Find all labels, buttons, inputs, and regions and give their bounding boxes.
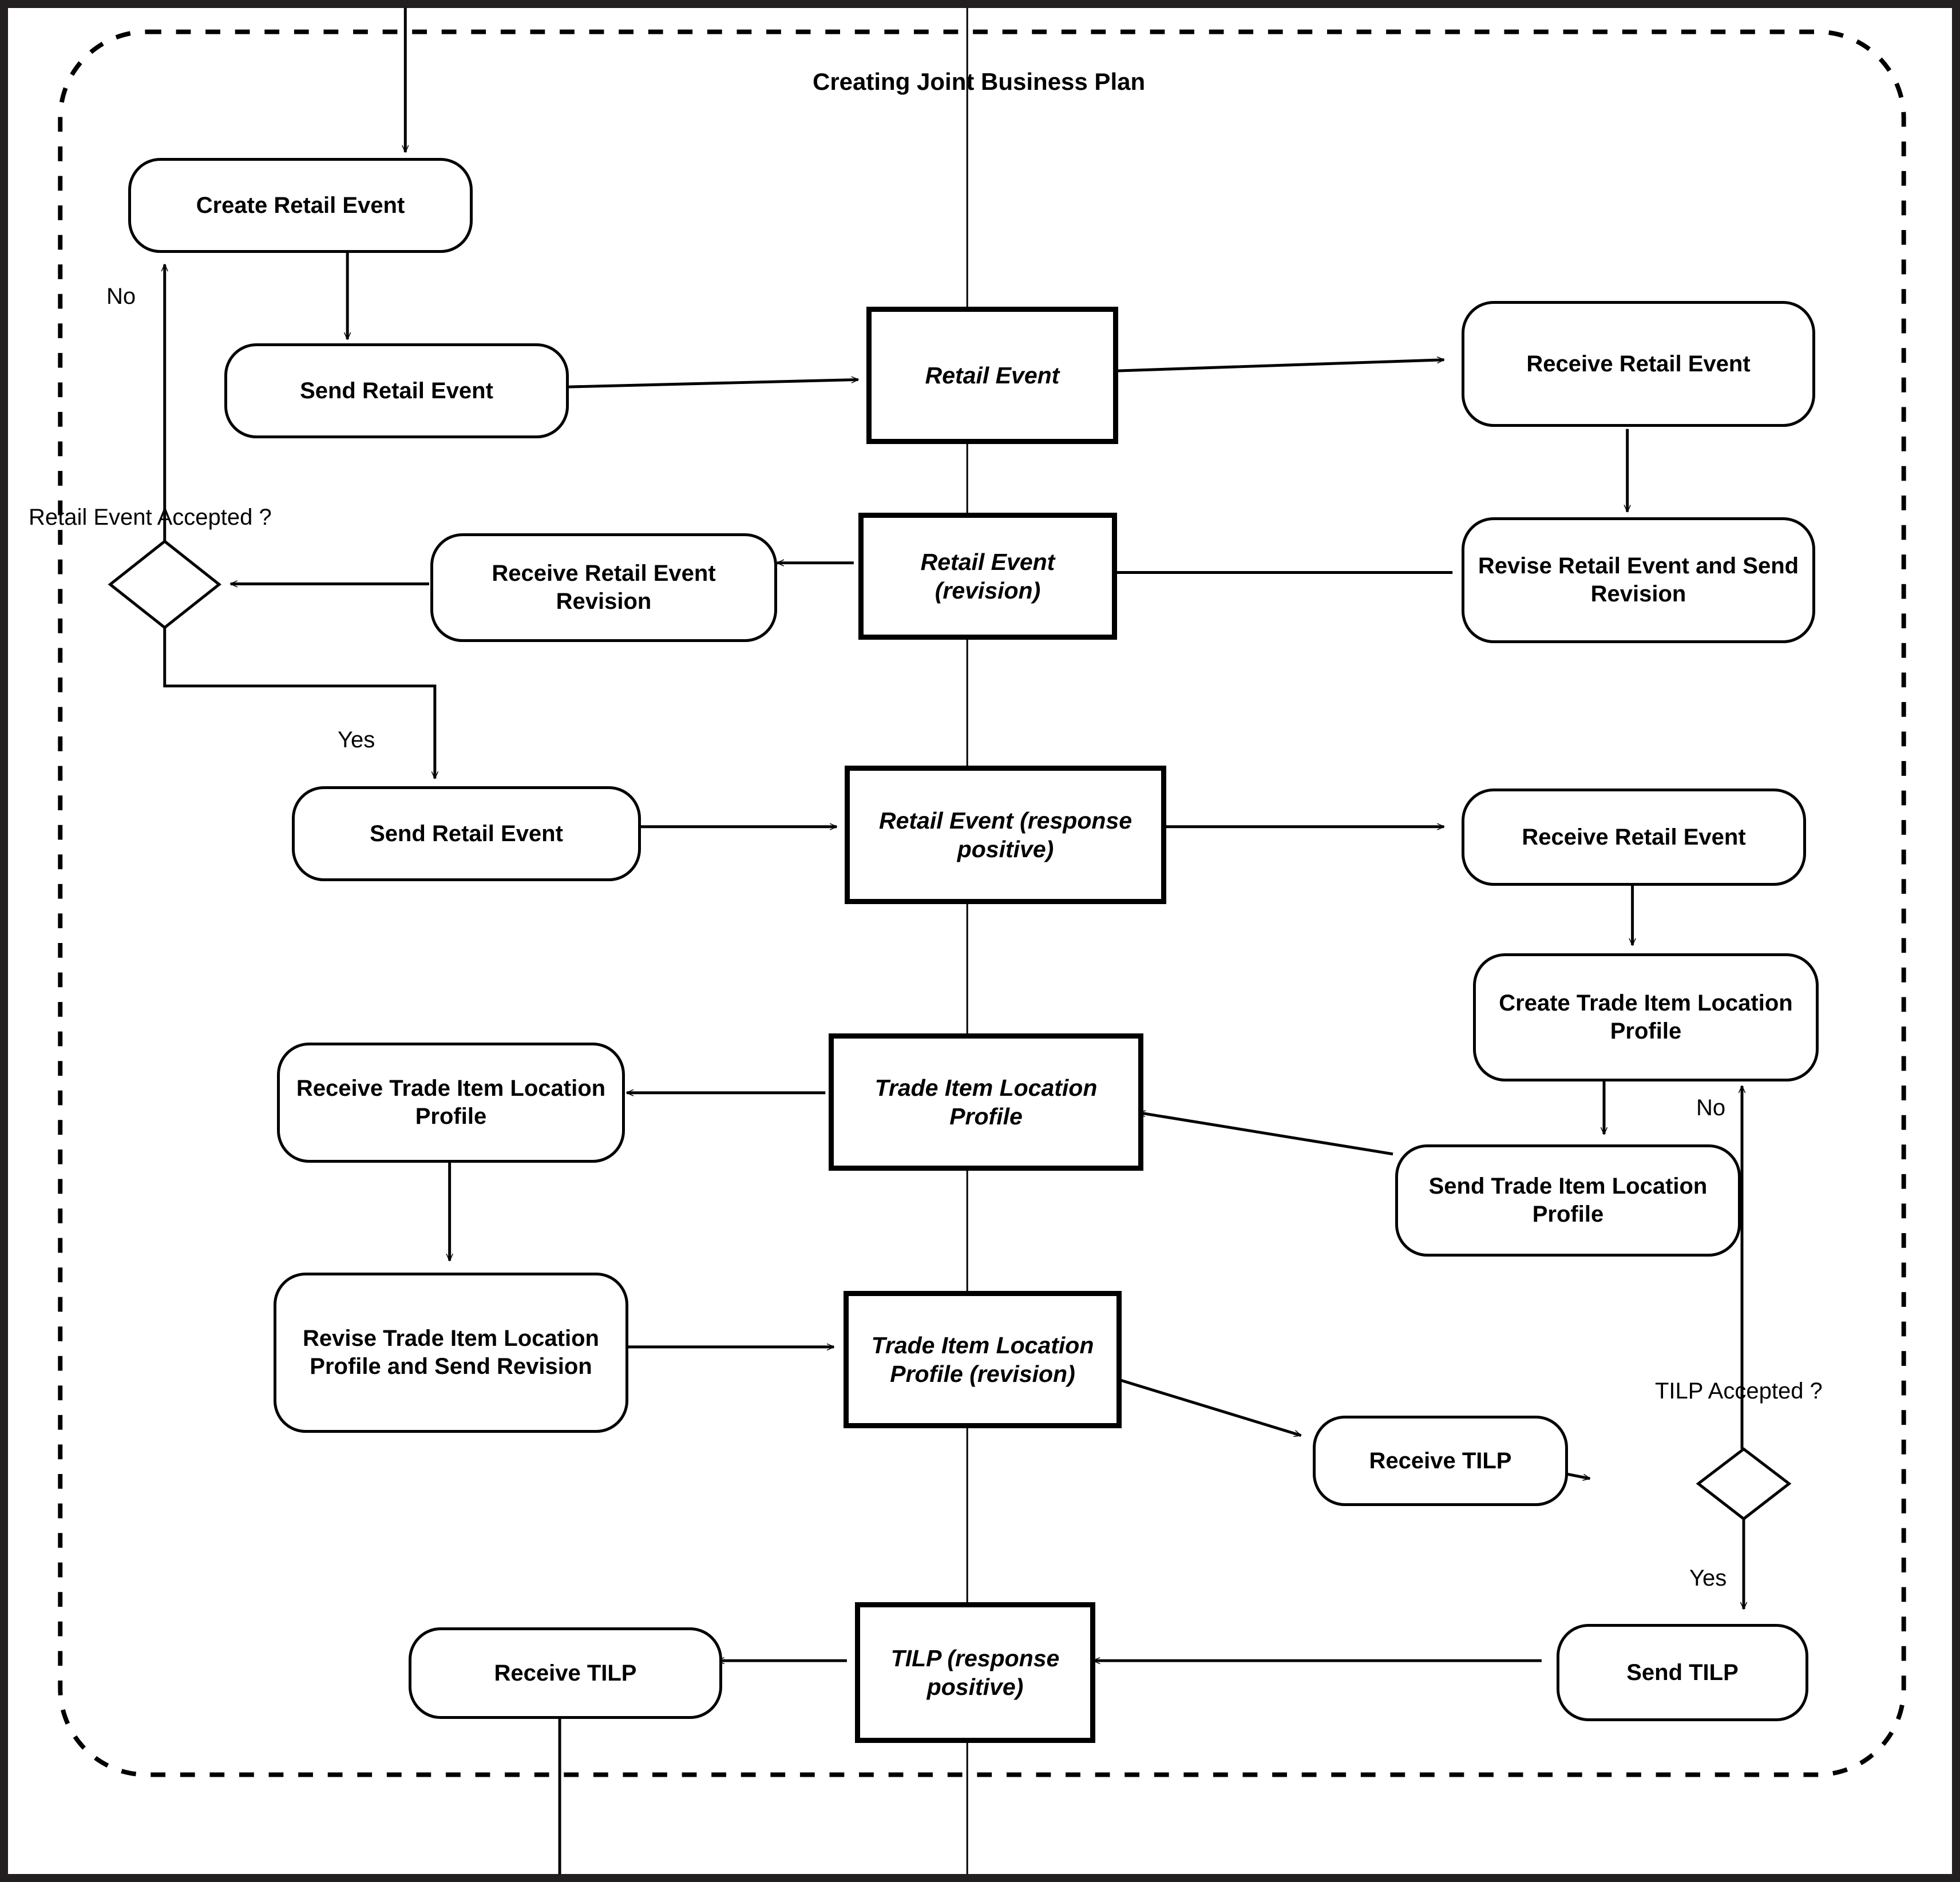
decision-tilp-accepted: [1696, 1447, 1792, 1521]
node-label: Retail Event: [925, 362, 1060, 389]
node-label: Create Trade Item Location Profile: [1499, 990, 1793, 1044]
node-tilp-revision-doc[interactable]: Trade Item Location Profile (revision): [844, 1291, 1122, 1428]
guard-label-retail-event-no: No: [106, 284, 136, 309]
node-receive-tilp-3[interactable]: Receive TILP: [409, 1627, 722, 1719]
node-retail-event-doc[interactable]: Retail Event: [866, 307, 1118, 444]
node-label: Send Retail Event: [370, 821, 563, 846]
diagram-title: Creating Joint Business Plan: [813, 68, 1146, 95]
edge-decision-yes-to-send-retail-event: [163, 627, 435, 779]
partition-frame: [58, 29, 1906, 1777]
node-receive-retail-event-revision[interactable]: Receive Retail Event Revision: [430, 533, 777, 642]
node-label: Create Retail Event: [196, 192, 405, 218]
guard-label-tilp-accepted: TILP Accepted ?: [1655, 1378, 1823, 1404]
guard-label-retail-event-accepted: Retail Event Accepted ?: [29, 505, 272, 530]
connector-layer: [58, 8, 1906, 1874]
node-send-tilp-1[interactable]: Send Trade Item Location Profile: [1395, 1144, 1741, 1257]
node-label: Receive Retail Event: [1522, 824, 1746, 850]
node-label: Send Trade Item Location Profile: [1428, 1174, 1708, 1227]
node-retail-event-revision-doc[interactable]: Retail Event (revision): [858, 513, 1117, 640]
node-label: Retail Event (revision): [920, 548, 1055, 604]
node-retail-event-response-doc[interactable]: Retail Event (response positive): [845, 766, 1166, 904]
node-tilp-response-doc[interactable]: TILP (response positive): [855, 1602, 1095, 1743]
node-label: Trade Item Location Profile (revision): [871, 1332, 1094, 1387]
node-tilp-doc[interactable]: Trade Item Location Profile: [829, 1033, 1143, 1171]
guard-label-tilp-no: No: [1696, 1095, 1726, 1120]
node-revise-tilp[interactable]: Revise Trade Item Location Profile and S…: [274, 1273, 628, 1433]
edge-tilp-revision-doc-to-receive-tilp-2: [1119, 1378, 1301, 1435]
node-send-retail-event-1[interactable]: Send Retail Event: [224, 343, 569, 438]
node-label: Revise Trade Item Location Profile and S…: [303, 1326, 599, 1379]
node-revise-retail-event[interactable]: Revise Retail Event and Send Revision: [1462, 517, 1815, 643]
node-label: Revise Retail Event and Send Revision: [1478, 553, 1799, 607]
node-label: Receive Trade Item Location Profile: [296, 1076, 606, 1129]
node-create-retail-event[interactable]: Create Retail Event: [128, 158, 473, 253]
node-receive-retail-event-2[interactable]: Receive Retail Event: [1462, 789, 1806, 886]
node-receive-tilp-2[interactable]: Receive TILP: [1313, 1416, 1568, 1506]
node-label: Receive Retail Event Revision: [492, 561, 716, 614]
node-send-tilp-2[interactable]: Send TILP: [1557, 1624, 1808, 1721]
node-label: Retail Event (response positive): [878, 807, 1133, 862]
node-label: Send TILP: [1626, 1659, 1739, 1685]
node-receive-retail-event-1[interactable]: Receive Retail Event: [1462, 301, 1815, 427]
node-label: Receive TILP: [494, 1660, 637, 1686]
node-label: Receive Retail Event: [1526, 351, 1751, 377]
node-label: Receive TILP: [1369, 1448, 1512, 1473]
guard-label-tilp-yes: Yes: [1689, 1566, 1727, 1591]
node-receive-tilp-1[interactable]: Receive Trade Item Location Profile: [277, 1043, 625, 1163]
guard-label-retail-event-yes: Yes: [338, 727, 375, 752]
node-label: TILP (response positive): [890, 1645, 1060, 1700]
node-label: Trade Item Location Profile: [874, 1074, 1098, 1130]
node-create-tilp[interactable]: Create Trade Item Location Profile: [1473, 953, 1819, 1081]
edge-send-tilp-to-tilp-doc: [1139, 1112, 1393, 1156]
node-send-retail-event-2[interactable]: Send Retail Event: [292, 786, 641, 881]
node-label: Send Retail Event: [300, 378, 493, 403]
edge-retail-event-doc-to-receive: [1109, 360, 1444, 373]
edge-send-retail-event-to-doc: [564, 379, 858, 389]
decision-retail-event-accepted: [108, 539, 221, 629]
